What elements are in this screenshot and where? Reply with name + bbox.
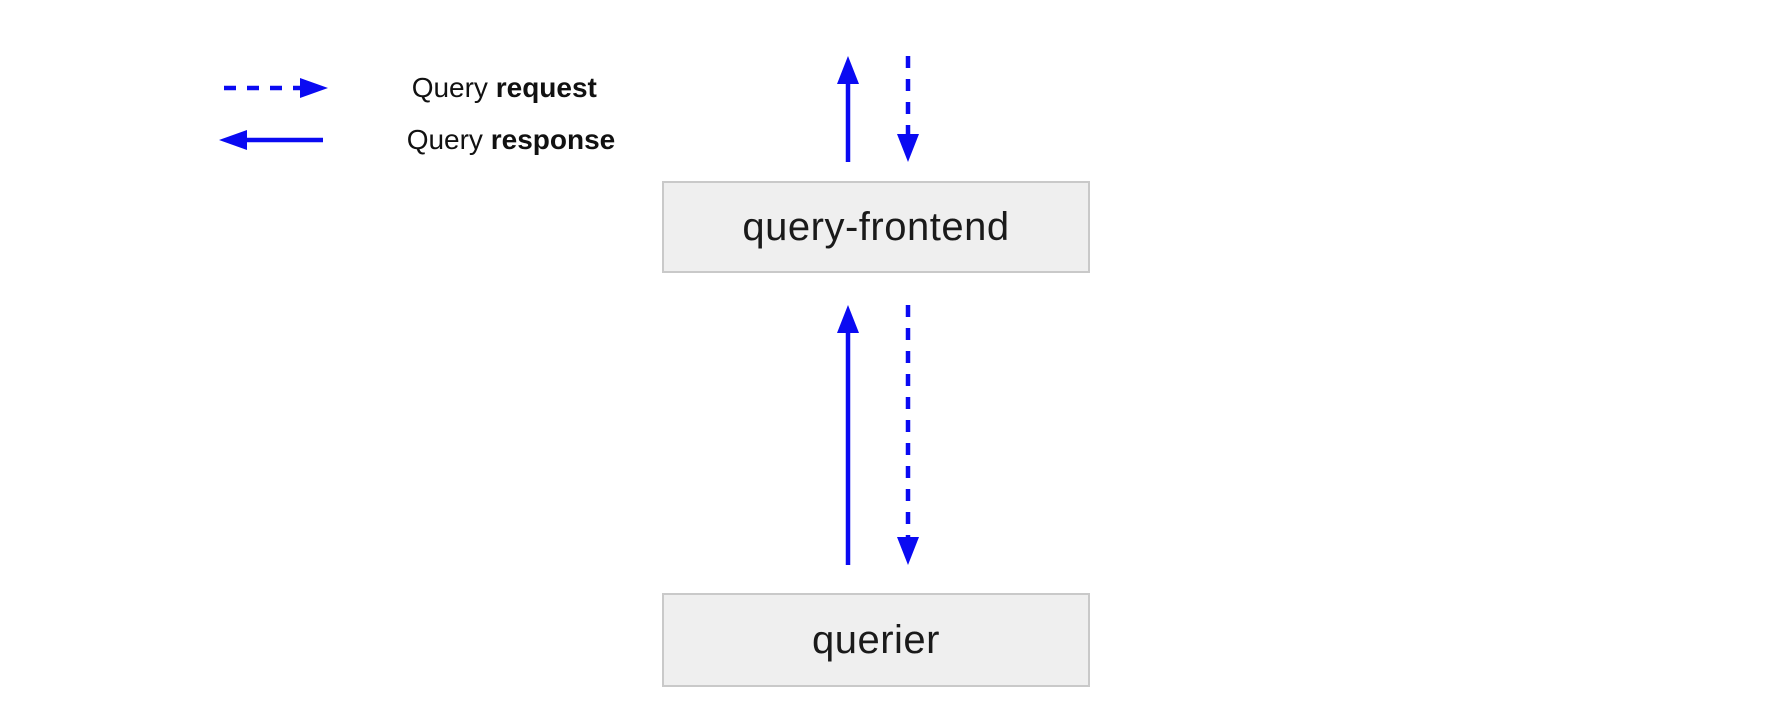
legend-item-query-response: Query response: [219, 124, 615, 155]
legend-text-normal: Query: [406, 124, 491, 155]
node-query-frontend-label: query-frontend: [742, 204, 1010, 249]
dashed-right-arrow-icon: [224, 76, 328, 100]
legend-text-bold: response: [490, 124, 616, 155]
request-arrow-top-to-frontend: [893, 56, 923, 162]
legend-item-query-request: Query request: [224, 72, 597, 103]
node-querier-label: querier: [811, 617, 940, 662]
response-arrow-frontend-to-top: [833, 56, 863, 162]
response-arrow-querier-to-frontend: [833, 305, 863, 565]
node-query-frontend: query-frontend: [662, 181, 1090, 273]
legend-label-query-response: Query response: [360, 92, 616, 188]
legend-text-bold: request: [495, 72, 597, 103]
solid-left-arrow-icon: [219, 128, 323, 152]
legend-text-normal: Query: [411, 72, 496, 103]
legend-label-query-request: Query request: [365, 40, 597, 136]
request-arrow-frontend-to-querier: [893, 305, 923, 565]
node-querier: querier: [662, 593, 1090, 687]
